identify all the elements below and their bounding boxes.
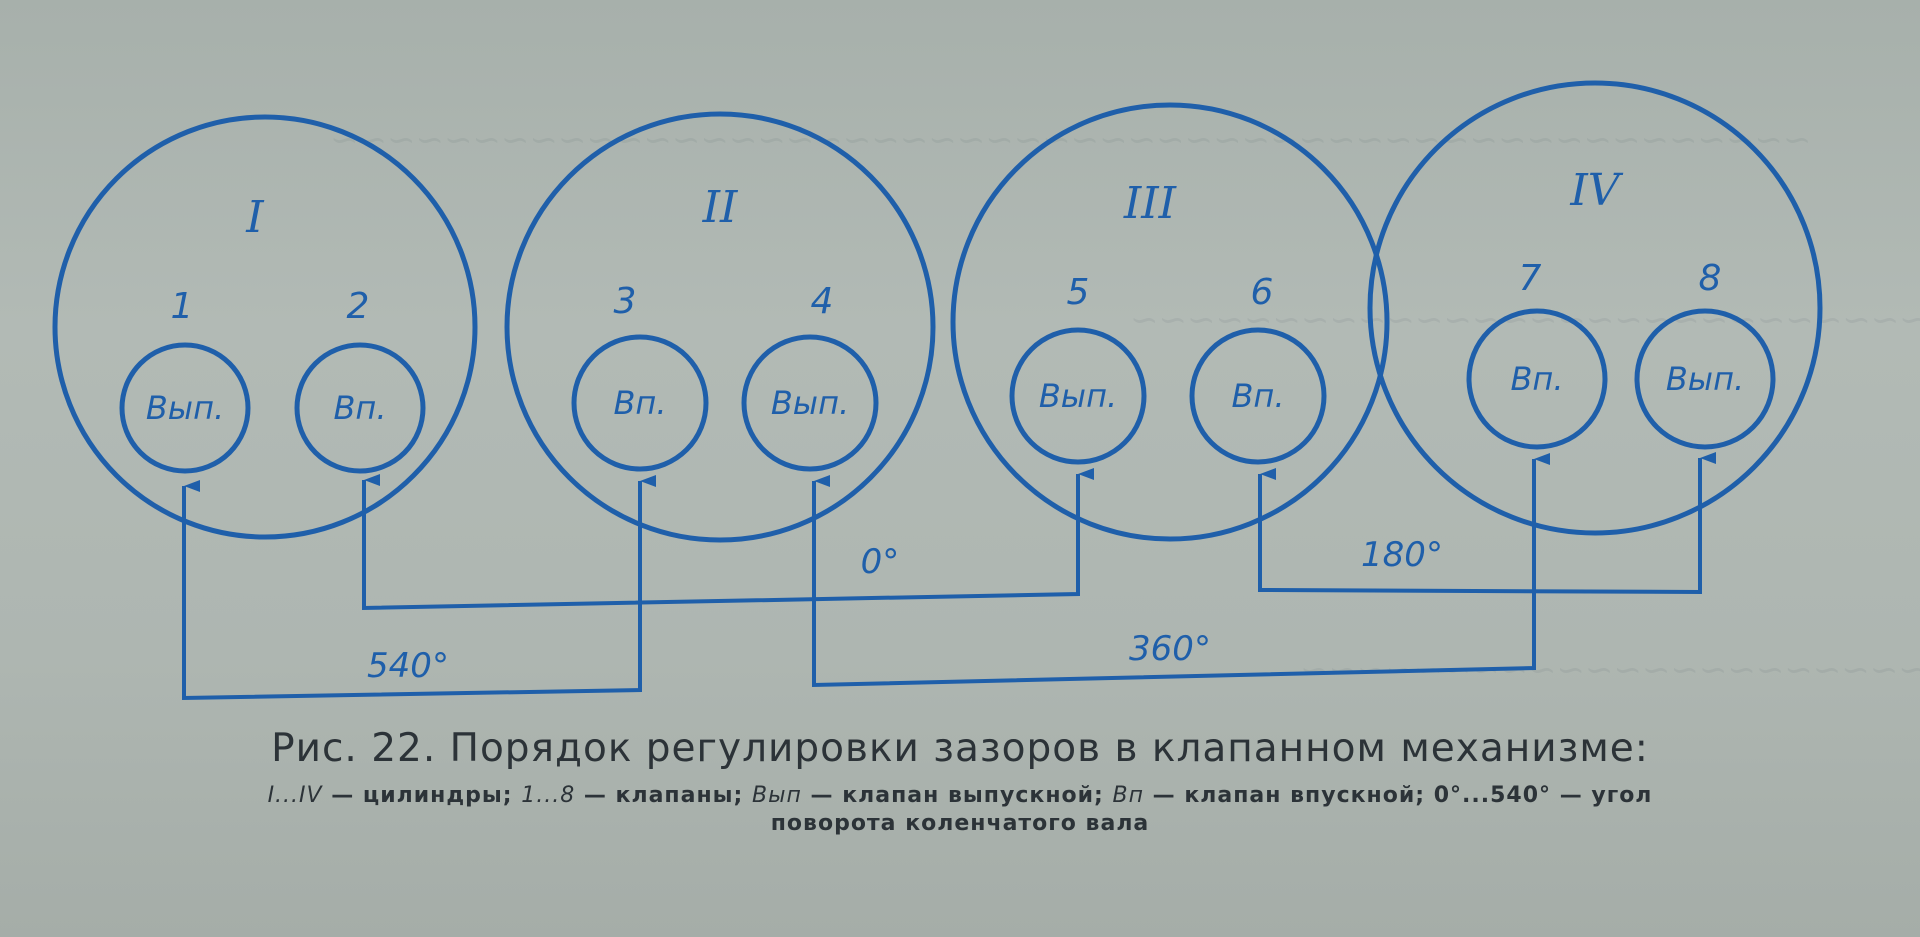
legend-segment: 1...8 (521, 783, 576, 808)
figure-caption: Рис. 22. Порядок регулировки зазоров в к… (271, 726, 1649, 771)
valve-number: 7 (1519, 258, 1542, 299)
legend-segment: — цилиндры; (322, 783, 522, 808)
valve-type-label: Вып. (1039, 377, 1117, 415)
cylinder-numeral: IV (1569, 165, 1623, 216)
crank-angle-label: 180° (1361, 535, 1443, 575)
legend-segment: — клапаны; (575, 783, 753, 808)
valve-outline (1466, 308, 1608, 450)
figure-legend: I...IV — цилиндры; 1...8 — клапаны; Вып … (0, 782, 1920, 837)
crank-angle-label: 0° (861, 542, 900, 582)
legend-line-2: поворота коленчатого вала (770, 810, 1150, 836)
valve-outline (119, 342, 251, 474)
valve-type-label: Вп. (1510, 360, 1563, 398)
legend-segment: — клапан выпускной; (801, 783, 1113, 808)
legend-line-1: I...IV — цилиндры; 1...8 — клапаны; Вып … (0, 782, 1920, 810)
cylinder-outline (504, 111, 936, 543)
legend-segment: — клапан впускной; 0°...540° — угол (1144, 783, 1653, 808)
legend-segment: I...IV (267, 783, 323, 808)
valve-number: 6 (1251, 272, 1274, 313)
crank-angle-label: 540° (367, 646, 449, 686)
valve-outline (1634, 308, 1776, 450)
valve-type-label: Вп. (613, 384, 666, 422)
cylinder-numeral: III (1123, 178, 1178, 229)
valve-number: 8 (1699, 258, 1722, 299)
valve-number: 2 (347, 286, 370, 327)
valve-number: 3 (614, 281, 637, 322)
cylinder-outline (950, 102, 1390, 542)
valve-type-label: Вып. (771, 384, 849, 422)
valve-type-label: Вп. (1231, 377, 1284, 415)
crank-angle-connector (1258, 452, 1716, 595)
valve-number: 5 (1067, 272, 1090, 313)
cylinder-numeral: II (702, 182, 739, 233)
crank-angle-connector (362, 468, 1094, 611)
crank-angle-connector (812, 453, 1550, 688)
crank-angle-connector (182, 475, 656, 701)
legend-segment: Вып (752, 783, 802, 808)
valve-number: 1 (171, 286, 194, 327)
cylinder-outline (1367, 80, 1823, 536)
legend-segment: Вп (1112, 783, 1144, 808)
valve-number: 4 (811, 281, 834, 322)
crank-angle-label: 360° (1129, 629, 1211, 669)
cylinder-outline (52, 114, 478, 540)
valve-outline (294, 342, 426, 474)
valve-type-label: Вып. (1666, 360, 1744, 398)
valve-type-label: Вп. (333, 389, 386, 427)
valve-type-label: Вып. (146, 389, 224, 427)
cylinder-numeral: I (245, 192, 265, 243)
